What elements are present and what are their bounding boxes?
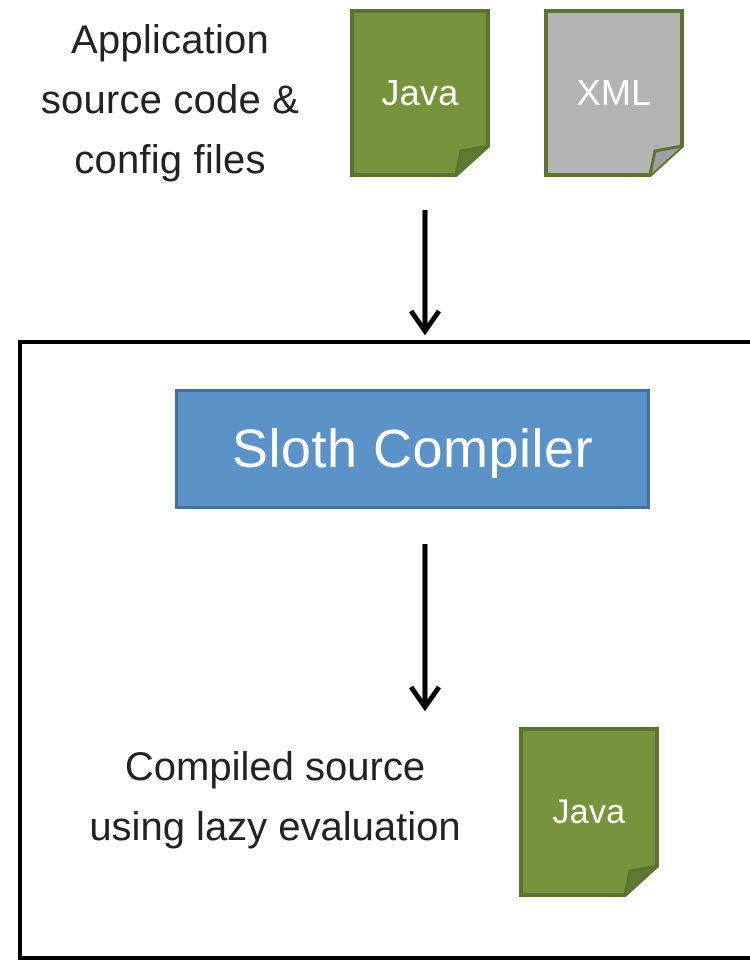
- xml-file-shape: [544, 9, 684, 177]
- input-to-system-arrow: [408, 210, 442, 335]
- java-file-label: Java: [381, 72, 459, 113]
- input-label: Application source code & config files: [10, 10, 330, 190]
- java-file-icon: Java: [349, 8, 491, 178]
- xml-file-icon: XML: [543, 8, 685, 178]
- compiler-to-output-arrow: [408, 544, 442, 712]
- java-file-shape: [350, 9, 490, 177]
- output-label-line-1: Compiled source: [124, 745, 426, 789]
- sloth-compiler-box: Sloth Compiler: [175, 389, 650, 509]
- xml-file-label: XML: [576, 72, 652, 113]
- compiled-java-file-icon: Java: [518, 726, 660, 898]
- input-label-line-1: Application: [71, 18, 269, 62]
- input-label-line-3: config files: [74, 138, 266, 182]
- input-label-line-2: source code &: [40, 78, 300, 122]
- compiled-java-file-label: Java: [552, 792, 626, 831]
- output-label-line-2: using lazy evaluation: [89, 805, 461, 849]
- compiled-java-file-shape: [519, 727, 659, 897]
- output-label: Compiled source using lazy evaluation: [40, 737, 510, 857]
